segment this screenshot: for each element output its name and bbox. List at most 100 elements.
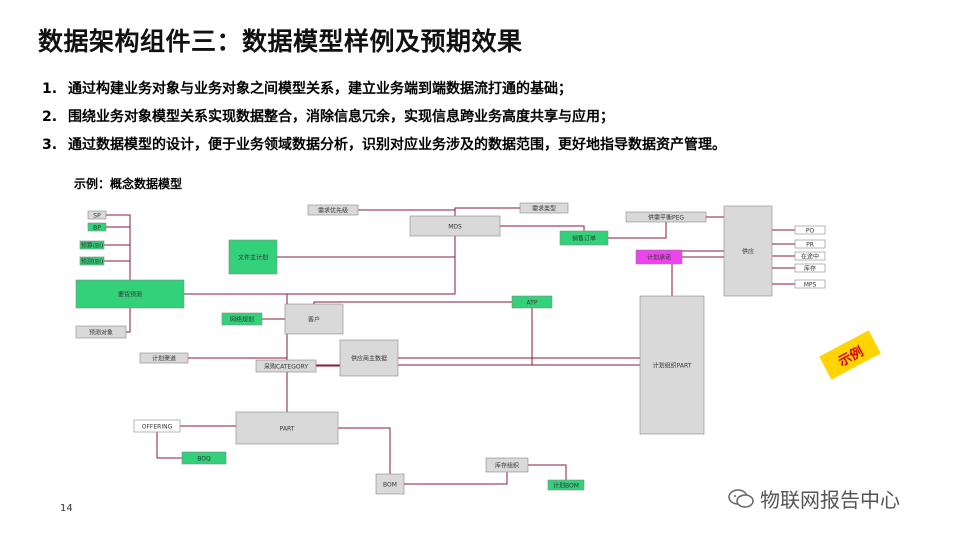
diagram-node-bp: BP: [87, 222, 107, 232]
diagram-node-label: 计划承诺: [647, 254, 671, 262]
list-item: 3. 通过数据模型的设计，便于业务领域数据分析，识别对应业务涉及的数据范围，更好地…: [42, 136, 726, 164]
diagram-node-label: 供应商主数据: [351, 355, 387, 363]
diagram-node-label: 计划渠道: [152, 355, 176, 363]
diagram-node-label: 要货预测: [118, 291, 142, 299]
diagram-node-kh: 客户: [284, 303, 344, 335]
diagram-node-xqyj: 需求优先级: [307, 204, 359, 216]
diagram-node-gxpd: 供需平衡PEG: [625, 211, 707, 223]
diagram-node-label: 需求类型: [532, 205, 556, 213]
diagram-node-jhpz: 计划承诺: [635, 249, 683, 265]
diagram-node-gyzz: 供应商主数据: [339, 339, 399, 377]
diagram-node-box: [794, 251, 826, 261]
diagram-connector: [253, 226, 456, 258]
diagram-node-box: [723, 205, 773, 297]
key-points-list: 1. 通过构建业务对象与业务对象之间模型关系，建立业务端到端数据流打通的基础； 2…: [42, 80, 726, 164]
diagram-node-box: [181, 451, 227, 465]
diagram-node-label: 计划组织PART: [653, 362, 692, 370]
diagram-node-box: [547, 479, 585, 491]
diagram-node-box: [235, 411, 339, 445]
diagram-node-box: [794, 263, 826, 273]
watermark-text: 物联网报告中心: [760, 488, 900, 512]
diagram-node-atp: ATP: [511, 295, 553, 309]
diagram-node-zcz: 在途中: [794, 251, 826, 261]
diagram-node-label: 预测(BI): [81, 258, 104, 266]
diagram-node-box: [255, 359, 317, 373]
diagram-node-box: [794, 239, 826, 249]
diagram-node-label: 预算(BI): [81, 242, 104, 250]
list-text: 通过构建业务对象与业务对象之间模型关系，建立业务端到端数据流打通的基础；: [68, 81, 572, 97]
diagram-node-label: 库存: [804, 265, 816, 273]
diagram-node-box: [284, 303, 344, 335]
diagram-node-label: 销售订单: [572, 235, 596, 243]
diagram-node-label: BOQ: [197, 456, 211, 463]
diagram-node-box: [409, 215, 501, 237]
list-item: 1. 通过构建业务对象与业务对象之间模型关系，建立业务端到端数据流打通的基础；: [42, 80, 726, 108]
diagram-node-box: [87, 222, 107, 232]
list-item: 2.围绕业务对象模型关系实现数据整合，消除信息冗余，实现信息跨业务高度共享与应用…: [42, 108, 726, 136]
page-number: 14: [60, 503, 73, 514]
diagram-node-sp: SP: [87, 210, 107, 220]
diagram-node-xsdd: 销售订单: [559, 230, 609, 246]
diagram-node-label: 需求优先级: [318, 207, 348, 215]
diagram-node-box: [75, 279, 185, 309]
diagram-node-label: PR: [806, 242, 814, 249]
diagram-node-box: [75, 325, 127, 339]
diagram-node-yxdx: 预测对象: [75, 325, 127, 339]
diagram-connector: [584, 217, 667, 239]
diagram-node-label: MDS: [448, 224, 462, 231]
diagram-node-label: ATP: [527, 300, 538, 307]
diagram-node-offering: OFFERING: [133, 419, 181, 433]
diagram-node-part: PART: [235, 411, 339, 445]
wechat-icon: [728, 488, 754, 508]
diagram-node-ysyc: 要货预测: [75, 279, 185, 309]
diagram-node-wlxj: 网络规划: [221, 312, 263, 326]
diagram-node-pr: PR: [794, 239, 826, 249]
diagram-node-label: MPS: [804, 282, 817, 289]
list-number: 1.: [42, 81, 58, 97]
diagram-node-jhqd: 计划渠道: [139, 352, 189, 364]
diagram-connector: [531, 302, 672, 366]
list-number: 3.: [42, 137, 58, 153]
diagram-node-label: 网络规划: [230, 316, 254, 324]
diagram-node-xqlx: 需求类型: [519, 202, 569, 214]
diagram-node-bom: BOM: [375, 473, 405, 495]
diagram-node-label: 计划BOM: [553, 482, 579, 490]
diagram-node-label: 库存组织: [495, 462, 519, 470]
diagram-node-label: SP: [93, 213, 101, 220]
diagram-node-box: [625, 211, 707, 223]
diagram-node-label: 客户: [308, 316, 320, 324]
diagram-connector: [313, 301, 532, 319]
diagram-node-box: [133, 419, 181, 433]
diagram-node-wjjh: 文件主计划: [228, 239, 278, 275]
diagram-node-jhbom: 计划BOM: [547, 479, 585, 491]
diagram-node-label: 预测对象: [89, 329, 113, 337]
diagram-node-label: BOM: [383, 482, 397, 489]
diagram-node-box: [511, 295, 553, 309]
diagram-node-zj2: 预测(BI): [79, 256, 105, 266]
diagram-connector: [369, 357, 673, 365]
diagram-node-label: 供应: [742, 248, 754, 256]
diagram-node-gy: 供应: [723, 205, 773, 297]
diagram-node-kczz: 库存组织: [485, 457, 529, 473]
diagram-node-box: [79, 240, 105, 250]
diagram-node-box: [307, 204, 359, 216]
diagram-node-po: PO: [794, 225, 826, 235]
diagram-node-boq: BOQ: [181, 451, 227, 465]
diagram-node-zj1: 预算(BI): [79, 240, 105, 250]
diagram-node-mds: MDS: [409, 215, 501, 237]
diagram-node-jhzz: 计划组织PART: [639, 295, 705, 435]
diagram-node-box: [228, 239, 278, 275]
diagram-node-label: 在途中: [801, 253, 819, 261]
list-number: 2.: [42, 109, 58, 125]
diagram-node-category: 采购CATEGORY: [255, 359, 317, 373]
diagram-node-box: [87, 210, 107, 220]
diagram-node-label: PO: [806, 228, 815, 235]
diagram-node-box: [639, 295, 705, 435]
diagram-node-label: 供需平衡PEG: [648, 214, 684, 222]
diagram-node-box: [485, 457, 529, 473]
diagram-node-box: [221, 312, 263, 326]
diagram-node-box: [794, 225, 826, 235]
list-text: 通过数据模型的设计，便于业务领域数据分析，识别对应业务涉及的数据范围，更好地指导…: [68, 137, 726, 153]
diagram-node-mps: MPS: [794, 279, 826, 289]
